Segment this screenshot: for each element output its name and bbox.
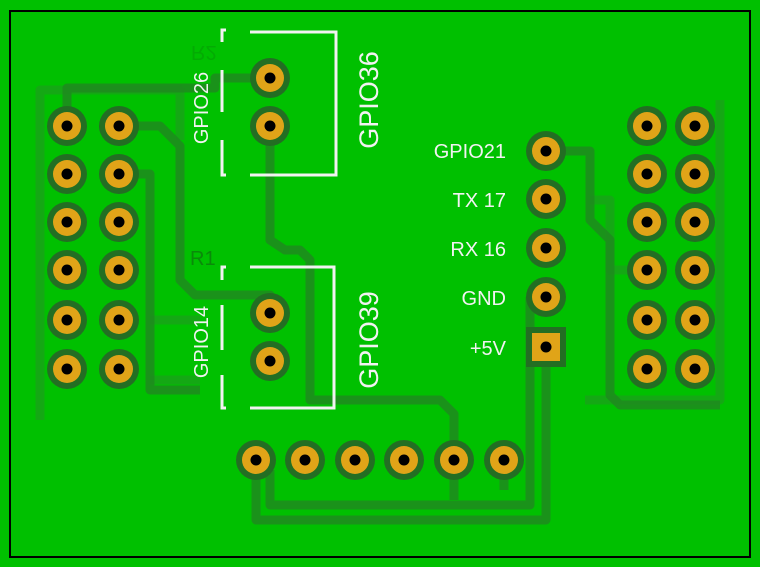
drill-hole — [61, 120, 73, 132]
drill-hole — [61, 314, 73, 326]
pin-label: TX 17 — [453, 190, 506, 212]
pad — [285, 440, 325, 480]
pad — [627, 202, 667, 242]
pad — [627, 154, 667, 194]
pin-label: RX 16 — [450, 239, 506, 261]
pad — [99, 202, 139, 242]
pad — [99, 154, 139, 194]
drill-hole — [113, 363, 125, 375]
drill-hole — [299, 454, 311, 466]
drill-hole — [540, 242, 552, 254]
pad — [675, 202, 715, 242]
drill-hole — [61, 216, 73, 228]
pad — [675, 300, 715, 340]
pad — [250, 106, 290, 146]
drill-hole — [264, 120, 276, 132]
label-gpio14: GPIO14 — [191, 306, 213, 378]
pin-labels: GPIO21 TX 17 RX 16 GND +5V — [434, 141, 507, 360]
pad — [99, 106, 139, 146]
drill-hole — [264, 72, 276, 84]
drill-hole — [540, 193, 552, 205]
drill-hole — [689, 363, 701, 375]
drill-hole — [498, 454, 510, 466]
pad — [47, 300, 87, 340]
pad — [484, 440, 524, 480]
pad — [526, 131, 566, 171]
pad — [675, 154, 715, 194]
drill-hole — [540, 341, 552, 353]
drill-hole — [641, 120, 653, 132]
drill-hole — [113, 314, 125, 326]
drill-hole — [641, 264, 653, 276]
drill-hole — [689, 314, 701, 326]
pad — [47, 349, 87, 389]
pad — [250, 58, 290, 98]
board-outline — [9, 10, 751, 558]
pad — [250, 293, 290, 333]
pad — [627, 250, 667, 290]
pad — [99, 300, 139, 340]
connector-outlines — [220, 28, 338, 410]
pad — [47, 154, 87, 194]
drill-hole — [540, 145, 552, 157]
pad — [627, 349, 667, 389]
drill-hole — [641, 168, 653, 180]
label-gpio26: GPIO26 — [191, 72, 213, 144]
pad — [675, 106, 715, 146]
pad — [250, 341, 290, 381]
pads — [47, 58, 715, 480]
drill-hole — [689, 216, 701, 228]
pad — [526, 228, 566, 268]
pin-label: +5V — [470, 338, 507, 360]
drill-hole — [641, 314, 653, 326]
ref-r1: R1 — [190, 248, 216, 270]
pad — [675, 349, 715, 389]
drill-hole — [264, 355, 276, 367]
pad — [434, 440, 474, 480]
drill-hole — [113, 120, 125, 132]
pad — [526, 327, 566, 367]
drill-hole — [250, 454, 262, 466]
pad — [47, 106, 87, 146]
drill-hole — [113, 216, 125, 228]
pad — [526, 277, 566, 317]
drill-hole — [61, 363, 73, 375]
pad — [99, 250, 139, 290]
pin-label: GND — [462, 288, 506, 310]
drill-hole — [641, 216, 653, 228]
drill-hole — [689, 168, 701, 180]
pad — [99, 349, 139, 389]
drill-hole — [398, 454, 410, 466]
pin-label: GPIO21 — [434, 141, 506, 163]
drill-hole — [641, 363, 653, 375]
drill-hole — [113, 168, 125, 180]
pad — [627, 106, 667, 146]
pad — [384, 440, 424, 480]
pad — [627, 300, 667, 340]
drill-hole — [349, 454, 361, 466]
ref-r2: R2 — [191, 41, 217, 63]
pad — [47, 202, 87, 242]
drill-hole — [61, 264, 73, 276]
drill-hole — [113, 264, 125, 276]
drill-hole — [448, 454, 460, 466]
pad — [335, 440, 375, 480]
pad — [47, 250, 87, 290]
pad — [526, 179, 566, 219]
pad — [236, 440, 276, 480]
label-gpio36: GPIO36 — [354, 51, 384, 149]
drill-hole — [61, 168, 73, 180]
drill-hole — [689, 264, 701, 276]
drill-hole — [264, 307, 276, 319]
drill-hole — [540, 291, 552, 303]
drill-hole — [689, 120, 701, 132]
label-gpio39: GPIO39 — [354, 291, 384, 389]
pad — [675, 250, 715, 290]
